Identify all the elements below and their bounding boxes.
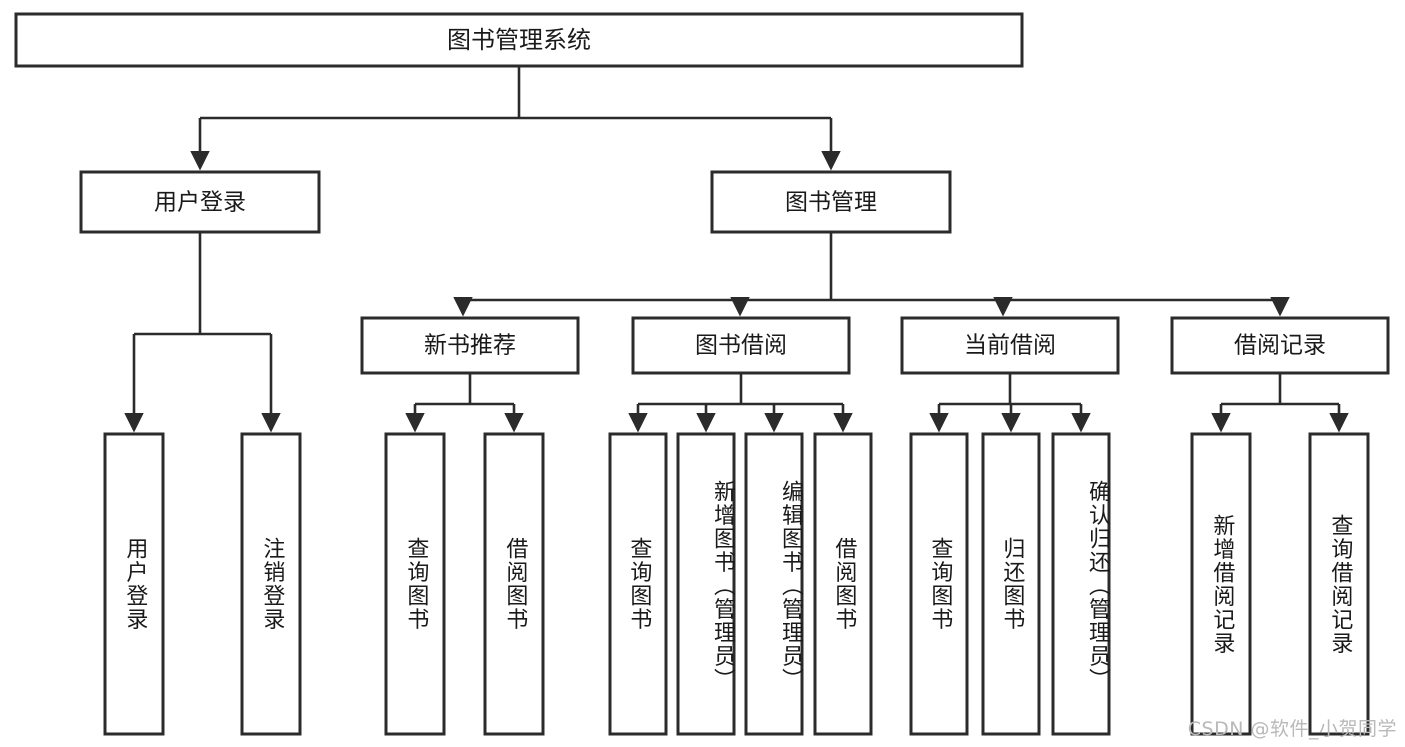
node-book-manage-label: 图书管理 <box>785 190 877 216</box>
node-leaf-edit-book-box[interactable] <box>744 432 804 736</box>
node-book-borrow-box[interactable] <box>631 316 851 375</box>
node-leaf-query-book-1-box[interactable] <box>384 432 446 736</box>
node-user-login-box[interactable] <box>79 170 321 234</box>
node-borrow-record-label: 借阅记录 <box>1234 333 1326 359</box>
csdn-watermark: CSDN @软件_小贺同学 <box>1187 718 1397 740</box>
node-root-system[interactable]: 图书管理系统 <box>14 12 1024 68</box>
node-book-borrow[interactable]: 图书借阅 <box>631 316 851 375</box>
node-leaf-query-book-2-box[interactable] <box>608 432 668 736</box>
node-root-system-label: 图书管理系统 <box>447 26 591 54</box>
node-leaf-user-logout-box[interactable] <box>240 432 302 736</box>
node-current-borrow-label: 当前借阅 <box>964 333 1056 359</box>
node-new-book-rec-label: 新书推荐 <box>424 333 516 359</box>
node-book-manage[interactable]: 图书管理 <box>710 170 952 234</box>
node-leaf-query-book-3-box[interactable] <box>909 432 969 736</box>
node-current-borrow[interactable]: 当前借阅 <box>900 316 1120 375</box>
node-book-borrow-label: 图书借阅 <box>695 333 787 359</box>
node-leaf-borrow-book-1-box[interactable] <box>483 432 545 736</box>
node-book-manage-box[interactable] <box>710 170 952 234</box>
node-new-book-rec[interactable]: 新书推荐 <box>360 316 580 375</box>
connector-layer <box>124 66 1349 433</box>
node-leaf-add-record-box[interactable] <box>1190 432 1252 736</box>
node-current-borrow-box[interactable] <box>900 316 1120 375</box>
node-borrow-record[interactable]: 借阅记录 <box>1170 316 1390 375</box>
node-leaf-query-record-box[interactable] <box>1308 432 1370 736</box>
node-new-book-rec-box[interactable] <box>360 316 580 375</box>
node-borrow-record-box[interactable] <box>1170 316 1390 375</box>
node-leaf-add-book-box[interactable] <box>676 432 736 736</box>
node-leaf-confirm-return-box[interactable] <box>1051 432 1111 736</box>
node-leaf-user-login-box[interactable] <box>103 432 165 736</box>
node-leaf-return-book-box[interactable] <box>981 432 1041 736</box>
node-root-system-box[interactable] <box>14 12 1024 68</box>
node-user-login[interactable]: 用户登录 <box>79 170 321 234</box>
node-leaf-borrow-book-2-box[interactable] <box>813 432 873 736</box>
node-user-login-label: 用户登录 <box>154 190 246 216</box>
leaf-box-layer <box>103 432 1370 736</box>
